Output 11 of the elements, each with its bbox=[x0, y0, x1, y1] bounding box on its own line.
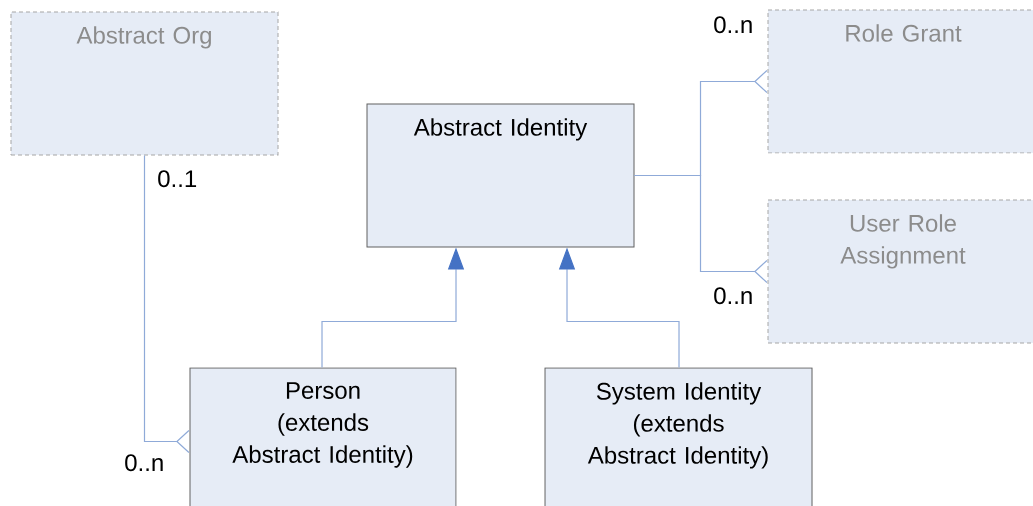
multiplicity-label: 0..1 bbox=[158, 170, 197, 188]
class-box: User Role Assignment bbox=[767, 199, 1033, 344]
multiplicity-label: 0..n bbox=[714, 287, 752, 305]
class-box: Role Grant bbox=[767, 9, 1033, 154]
class-box: Abstract Org bbox=[10, 11, 279, 156]
class-box: System Identity (extends Abstract Identity) bbox=[544, 367, 813, 506]
multiplicity-label: 0..n bbox=[125, 454, 163, 472]
connector bbox=[143, 154, 190, 454]
class-box: Person (extends Abstract Identity) bbox=[189, 367, 457, 506]
class-box: Abstract Identity bbox=[366, 103, 635, 248]
connector bbox=[633, 174, 768, 284]
